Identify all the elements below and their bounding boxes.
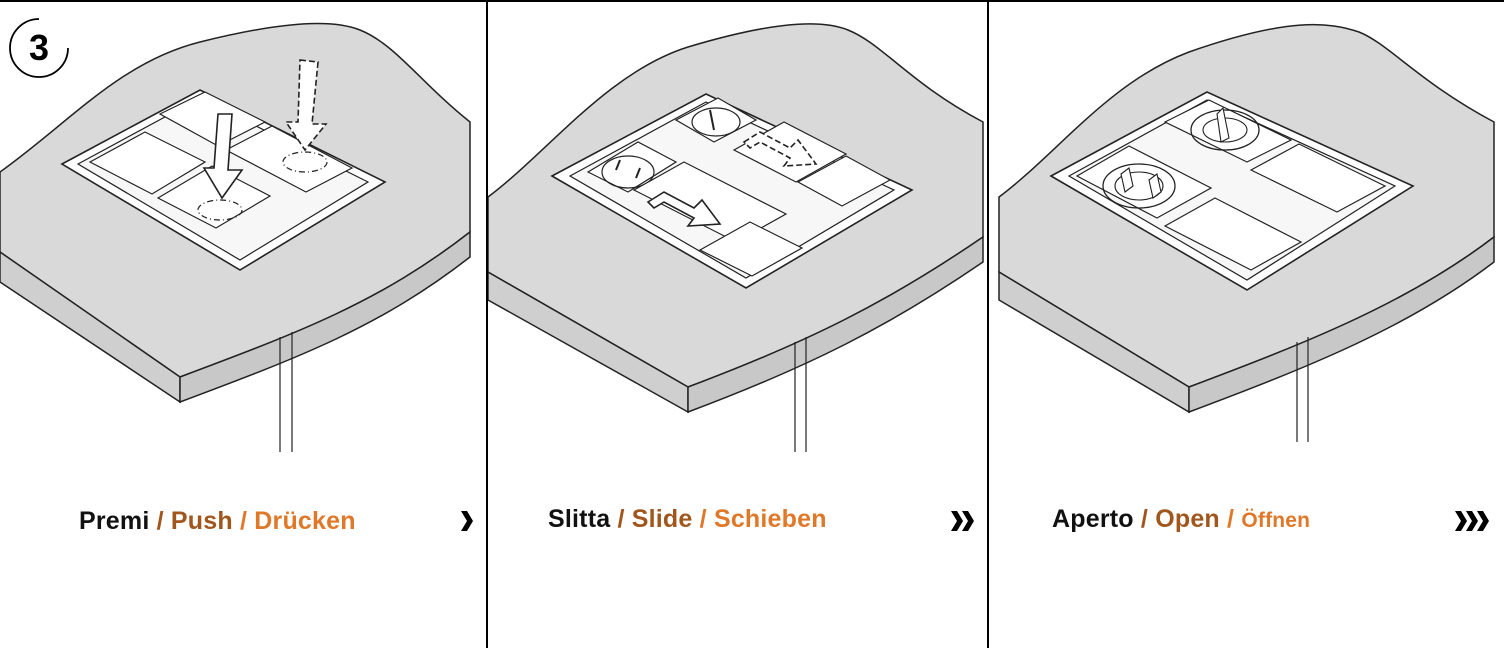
caption-separator: /: [233, 507, 254, 535]
caption-italian: Premi: [79, 507, 149, 535]
panel-slide: Slitta / Slide / Schieben: [488, 2, 987, 648]
chevron-right-icon: [459, 510, 475, 532]
caption-push: Premi / Push / Drücken: [79, 507, 356, 536]
caption-english: Push: [171, 507, 233, 535]
caption-open: Aperto / Open / Öffnen: [1052, 505, 1310, 534]
caption-italian: Slitta: [548, 505, 610, 533]
caption-slide: Slitta / Slide / Schieben: [548, 505, 827, 534]
caption-english: Slide: [632, 505, 693, 533]
panel-push: 3 Premi / Push / Drücken: [0, 2, 486, 648]
open-illustration: [989, 2, 1504, 472]
caption-separator: /: [693, 505, 714, 533]
slide-illustration: [488, 2, 987, 472]
caption-italian: Aperto: [1052, 505, 1134, 533]
caption-separator: /: [1220, 505, 1241, 533]
caption-german: Schieben: [714, 505, 827, 533]
step-number: 3: [8, 17, 70, 79]
triple-chevron-right-icon: [1453, 510, 1493, 532]
panel-open: Aperto / Open / Öffnen: [989, 2, 1504, 648]
caption-separator: /: [1134, 505, 1155, 533]
caption-separator: /: [610, 505, 631, 533]
double-chevron-right-icon: [949, 510, 977, 532]
caption-english: Open: [1155, 505, 1220, 533]
caption-german: Öffnen: [1241, 509, 1310, 532]
caption-german: Drücken: [254, 507, 355, 535]
caption-separator: /: [149, 507, 170, 535]
push-illustration: [0, 2, 486, 472]
